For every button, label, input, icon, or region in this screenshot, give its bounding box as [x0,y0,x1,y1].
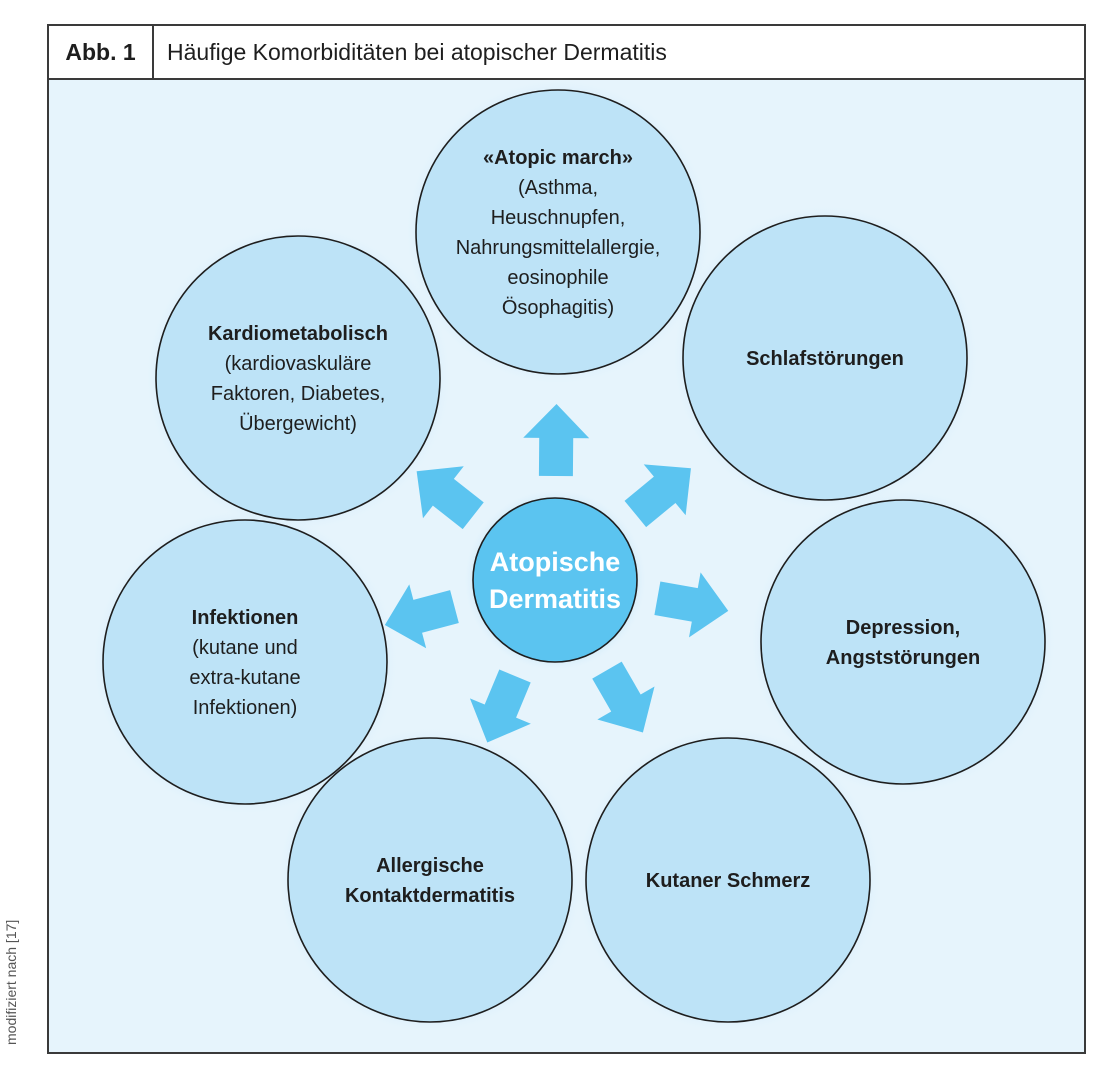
arrow-icon [523,404,590,477]
node-schlafstoerungen: Schlafstörungen [682,215,968,501]
center-label-line: Atopische [490,547,621,577]
node-circle [102,519,388,805]
node-detail-line: Übergewicht) [239,413,357,435]
node-infektionen: Infektionen (kutane und extra-kutaneInfekt… [102,519,388,805]
node-circle [682,215,968,501]
arrow-icon [384,584,459,649]
arrow-icon [592,661,655,733]
node-title: Kontaktdermatitis [345,885,515,907]
arrow-icon [469,669,531,743]
node-circle [415,89,701,375]
node-title: Angststörungen [826,647,980,669]
center-circle [472,497,638,663]
figure-header: Abb. 1 Häufige Komorbiditäten bei atopis… [49,26,1084,80]
node-circle [155,235,441,521]
node-detail-line: (Asthma, [518,177,598,199]
arrow-icon [654,572,729,638]
node-title: «Atopic march» [483,147,633,169]
node-title: Allergische [376,855,484,877]
node-title: Infektionen [192,607,299,629]
node-detail-line: extra-kutane [189,667,300,689]
node-circle [287,737,573,1023]
node-detail-line: (kardiovaskuläre [225,353,372,375]
node-depression: Depression, Angststörungen [760,499,1046,785]
node-title: Schlafstörungen [746,348,904,370]
node-detail-line: Ösophagitis) [502,297,614,319]
center-label-line: Dermatitis [489,584,621,614]
arrow-icon [624,464,691,528]
node-detail-line: Infektionen) [193,697,298,719]
node-kardiometabolisch: Kardiometabolisch (kardiovaskuläreFaktore… [155,235,441,521]
node-title: Depression, [846,617,960,639]
node-detail-line: (kutane und [192,637,298,659]
figure-label: Abb. 1 [49,26,154,78]
node-title: Kardiometabolisch [208,323,388,345]
node-kutaner-schmerz: Kutaner Schmerz [585,737,871,1023]
figure-title: Häufige Komorbiditäten bei atopischer De… [167,38,667,65]
node-detail-line: eosinophile [507,267,608,289]
node-detail-line: Nahrungsmittelallergie, [456,237,661,259]
node-detail-line: Faktoren, Diabetes, [211,383,386,405]
node-detail-line: Heuschnupfen, [491,207,626,229]
source-caption: modifiziert nach [17] [3,919,19,1045]
node-atopic-march: «Atopic march» (Asthma, Heuschnupfen, Nahru… [415,89,701,375]
node-title: Kutaner Schmerz [646,870,811,892]
arrow-icon [416,466,484,530]
node-circle [585,737,871,1023]
node-circle [760,499,1046,785]
